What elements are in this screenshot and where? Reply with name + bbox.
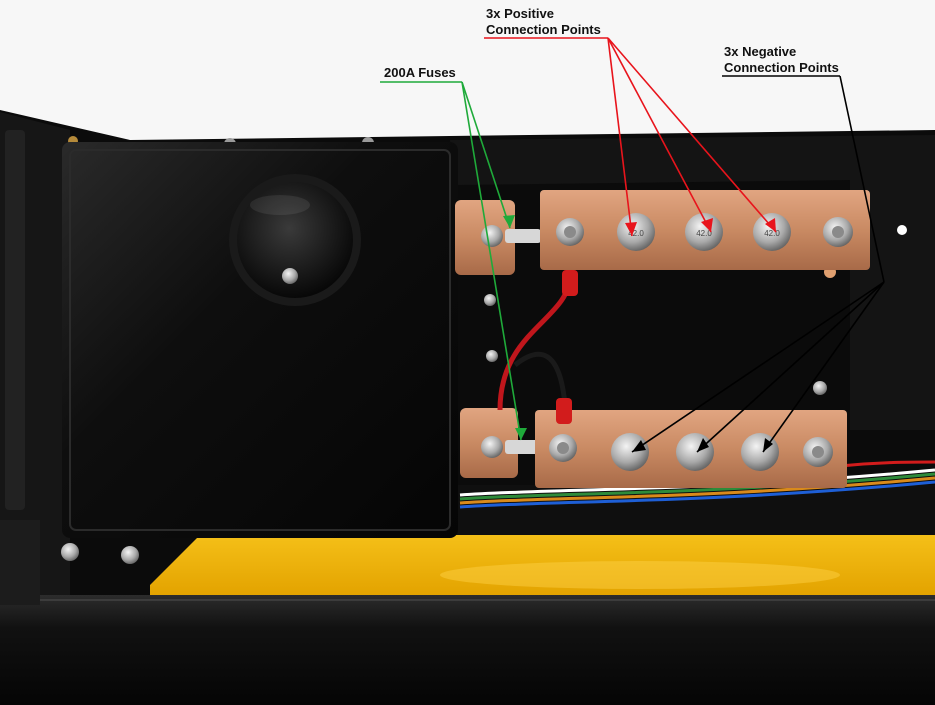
enclosure-inner-wall bbox=[450, 135, 935, 430]
bolt-marking: 42.0 bbox=[628, 229, 644, 238]
bms-cover-edge bbox=[69, 149, 451, 531]
cap-icon bbox=[237, 182, 353, 298]
positive-terminal-1: 42.0 bbox=[617, 213, 655, 251]
bolt-marking: 42.0 bbox=[764, 229, 780, 238]
panel-screw bbox=[813, 381, 827, 395]
battery-top-highlight bbox=[440, 561, 840, 589]
battery-top-yellow bbox=[150, 530, 935, 595]
red-crimp-connector bbox=[556, 398, 572, 424]
fuses-label: 200A Fuses bbox=[384, 65, 456, 80]
negative-label-line2: Connection Points bbox=[724, 60, 839, 75]
panel-screw bbox=[486, 350, 498, 362]
positive-callout: 3x Positive Connection Points bbox=[484, 6, 777, 237]
fuse-lug-top bbox=[505, 229, 541, 243]
enclosure-left-corner bbox=[0, 520, 40, 605]
fuse-lug-bottom bbox=[505, 440, 541, 454]
bolt-marking: 42.0 bbox=[696, 229, 712, 238]
fuse-bolt-bottom bbox=[481, 436, 503, 458]
positive-terminal-main bbox=[556, 218, 584, 246]
positive-terminal-end bbox=[823, 217, 853, 247]
negative-callout: 3x Negative Connection Points bbox=[631, 44, 885, 453]
panel-hole bbox=[897, 225, 907, 235]
fuse-bolt-top bbox=[481, 225, 503, 247]
cap-reflection bbox=[250, 195, 310, 215]
negative-terminal-main bbox=[549, 434, 577, 462]
panel-screw bbox=[484, 294, 496, 306]
rail-screw bbox=[121, 546, 139, 564]
negative-label-line1: 3x Negative bbox=[724, 44, 796, 59]
enclosure-front-rail bbox=[0, 595, 935, 705]
left-wall-edge bbox=[5, 130, 25, 510]
positive-label-line2: Connection Points bbox=[486, 22, 601, 37]
positive-terminal-2: 42.0 bbox=[685, 213, 723, 251]
negative-terminal-end bbox=[803, 437, 833, 467]
red-crimp-connector bbox=[562, 270, 578, 296]
negative-terminal-1 bbox=[611, 433, 649, 471]
rail-screw bbox=[61, 543, 79, 561]
cap-screw bbox=[282, 268, 298, 284]
positive-label-line1: 3x Positive bbox=[486, 6, 554, 21]
black-cable bbox=[513, 351, 568, 406]
negative-terminal-2 bbox=[676, 433, 714, 471]
fuses-callout: 200A Fuses bbox=[380, 65, 527, 441]
positive-terminal-3: 42.0 bbox=[753, 213, 791, 251]
